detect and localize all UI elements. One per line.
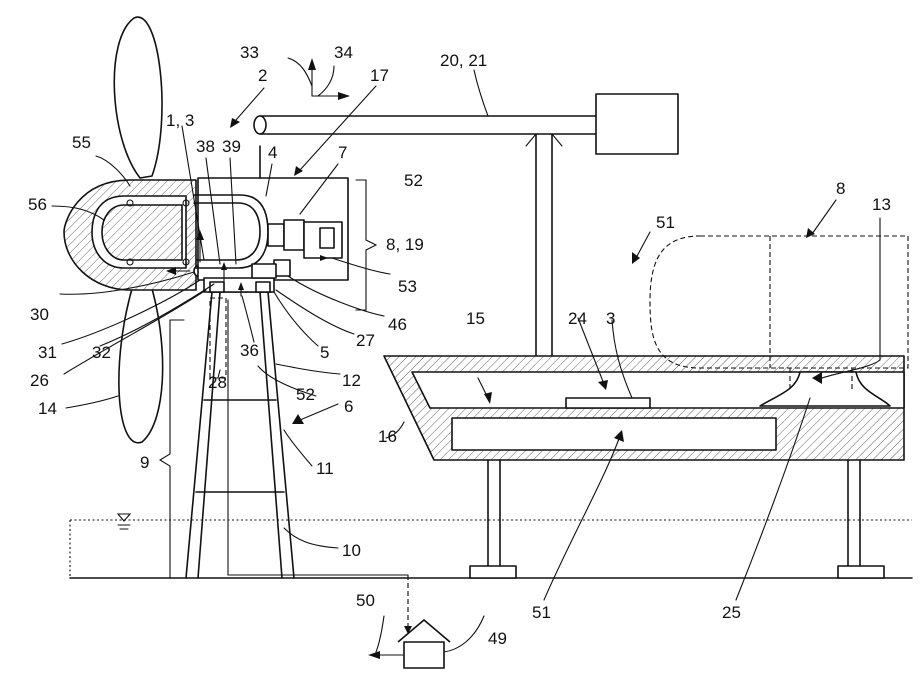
label-55: 55: [72, 133, 91, 152]
label-10: 10: [342, 541, 361, 560]
label-38: 38: [196, 137, 215, 156]
label-46: 46: [388, 315, 407, 334]
vessel: [384, 356, 904, 578]
label-2: 2: [258, 66, 267, 85]
label-5: 5: [320, 343, 329, 362]
label-33: 33: [240, 43, 259, 62]
label-27: 27: [356, 331, 375, 350]
label-16: 16: [378, 427, 397, 446]
label-6: 6: [344, 397, 353, 416]
label-25: 25: [722, 603, 741, 622]
coordinate-arrows: [308, 58, 350, 100]
label-20-21: 20, 21: [440, 51, 487, 70]
label-50: 50: [356, 591, 375, 610]
label-51-bottom: 51: [532, 603, 551, 622]
label-17: 17: [370, 66, 389, 85]
label-51-top: 51: [656, 213, 675, 232]
label-3: 3: [606, 309, 615, 328]
label-1-3: 1, 3: [166, 111, 194, 130]
label-13: 13: [872, 195, 891, 214]
label-15: 15: [466, 309, 485, 328]
label-28: 28: [208, 373, 227, 392]
label-53: 53: [398, 277, 417, 296]
label-11: 11: [316, 459, 334, 478]
label-8: 8: [836, 179, 845, 198]
label-36: 36: [240, 341, 259, 360]
label-12: 12: [342, 371, 361, 390]
label-49: 49: [488, 629, 507, 648]
label-31: 31: [38, 343, 57, 362]
label-52-top: 52: [404, 171, 423, 190]
label-8-19: 8, 19: [386, 235, 424, 254]
label-24: 24: [568, 309, 587, 328]
label-34: 34: [334, 43, 353, 62]
label-39: 39: [222, 137, 241, 156]
leader-lines: [52, 58, 880, 652]
rotor-hub: [64, 180, 206, 290]
label-9: 9: [140, 453, 149, 472]
label-56: 56: [28, 195, 47, 214]
label-26: 26: [30, 371, 49, 390]
label-30: 30: [30, 305, 49, 324]
label-32: 32: [92, 343, 111, 362]
label-14: 14: [38, 399, 57, 418]
label-7: 7: [338, 143, 347, 162]
tower: [186, 292, 412, 634]
label-52-mid: 52: [296, 385, 315, 404]
label-4: 4: [268, 143, 277, 162]
tower-bracket-9: [160, 320, 184, 578]
